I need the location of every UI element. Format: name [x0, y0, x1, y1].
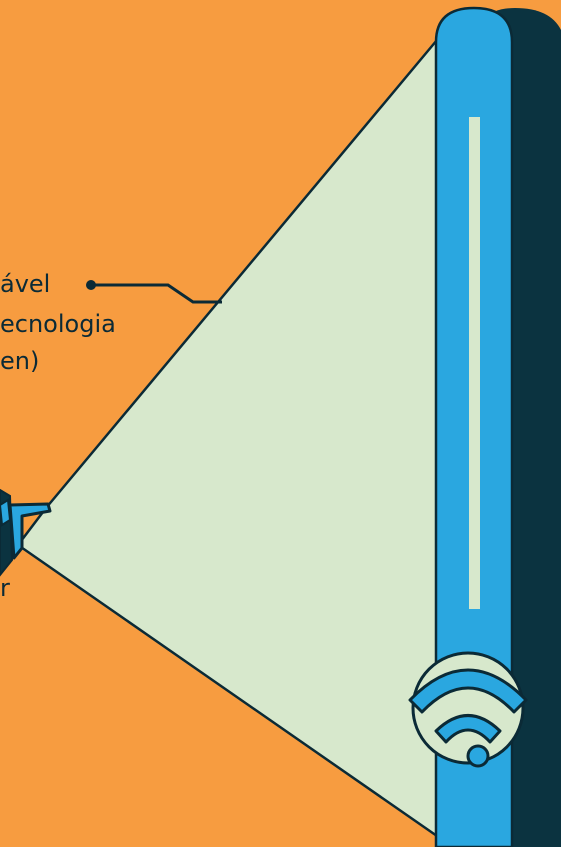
projector-lens-icon	[0, 488, 52, 577]
label-top-line-2: ecnologia	[0, 310, 116, 338]
wifi-sensor-icon	[408, 651, 528, 768]
label-top-line-3: en)	[0, 347, 39, 375]
label-bottom-line-1: r	[0, 574, 10, 602]
light-beam	[16, 38, 439, 838]
label-connector	[86, 280, 222, 304]
label-top-line-1: ável	[0, 270, 50, 298]
light-strip	[469, 117, 480, 609]
